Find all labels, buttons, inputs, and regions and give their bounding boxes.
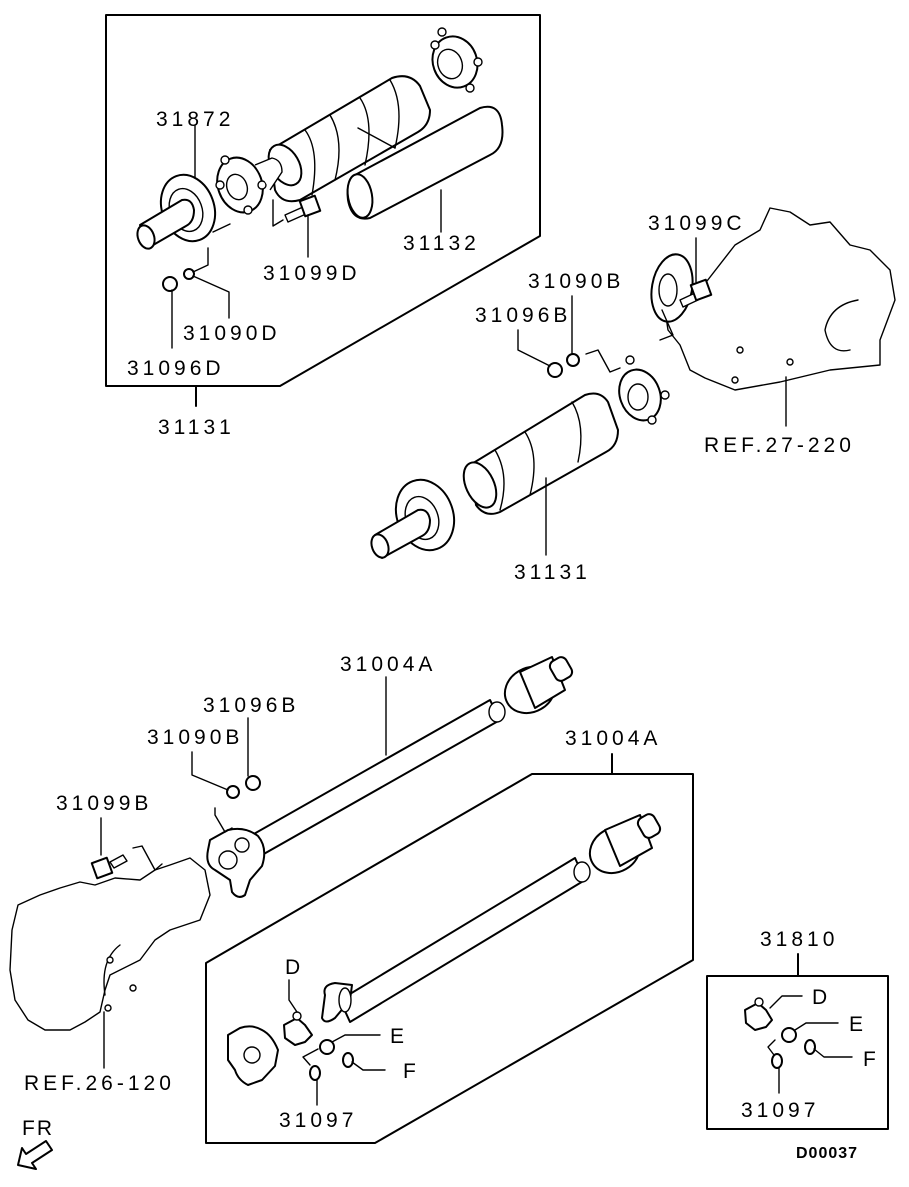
nut-31096B-bot <box>245 775 261 791</box>
label-ref-27-220: REF.27-220 <box>704 434 855 457</box>
front-shaft-upper <box>90 656 574 898</box>
arrow-front-icon <box>17 1140 53 1170</box>
flange-middle <box>215 155 283 215</box>
flange-yoke-right <box>430 27 483 93</box>
label-31131-top: 31131 <box>158 416 235 439</box>
label-31096B-top: 31096B <box>475 304 571 327</box>
rear-shaft-installed <box>370 237 787 559</box>
label-E-1: E <box>390 1025 404 1048</box>
bearing-cup-E-kit <box>781 1027 797 1043</box>
label-31090B-bot: 31090B <box>147 726 243 749</box>
label-D-1: D <box>285 956 300 979</box>
washer-31090B-bot <box>226 785 240 799</box>
label-31004A-2: 31004A <box>565 727 661 750</box>
rear-assembly-box <box>105 14 541 407</box>
nut-31096D <box>162 276 178 292</box>
bolt-31099D <box>284 194 322 223</box>
nut-31096B-top <box>547 362 563 378</box>
washer-31090D <box>183 268 195 280</box>
center-bearing-31872 <box>136 173 217 250</box>
label-31096D: 31096D <box>127 357 225 380</box>
spider-D <box>283 1017 313 1046</box>
flange-yoke-front <box>206 827 266 898</box>
bearing-cup-E <box>319 1039 335 1055</box>
label-31004A-1: 31004A <box>340 653 436 676</box>
label-E-2: E <box>849 1013 863 1036</box>
label-D-2: D <box>812 986 827 1009</box>
damper-sleeve-31132 <box>346 105 504 220</box>
label-31099C: 31099C <box>648 212 746 235</box>
rear-shaft-exploded <box>136 27 504 349</box>
snap-ring-F-kit <box>804 1039 816 1055</box>
label-ref-26-120: REF.26-120 <box>24 1072 175 1095</box>
grease-nipple-kit <box>771 1053 783 1069</box>
label-31099B: 31099B <box>56 792 152 815</box>
label-31090D: 31090D <box>183 322 281 345</box>
label-31099D: 31099D <box>263 262 361 285</box>
drawing-id: D00037 <box>796 1145 858 1162</box>
grease-nipple <box>309 1065 321 1081</box>
label-31131-mid: 31131 <box>514 561 591 584</box>
snap-ring-F <box>342 1052 354 1068</box>
spider-kit-box <box>706 953 889 1130</box>
front-direction-label: FR <box>22 1117 54 1140</box>
label-F-2: F <box>863 1048 876 1071</box>
label-31096B-bot: 31096B <box>203 694 299 717</box>
front-shaft-box <box>205 753 694 1144</box>
label-31132: 31132 <box>403 232 480 255</box>
label-31097-1: 31097 <box>279 1109 357 1132</box>
label-31097-2: 31097 <box>741 1099 819 1122</box>
transmission-front <box>9 857 211 1069</box>
label-F-1: F <box>403 1060 416 1083</box>
washer-31090B-top <box>566 353 580 367</box>
label-31090B-top: 31090B <box>528 270 624 293</box>
label-31810: 31810 <box>760 928 838 951</box>
label-31872: 31872 <box>156 108 234 131</box>
